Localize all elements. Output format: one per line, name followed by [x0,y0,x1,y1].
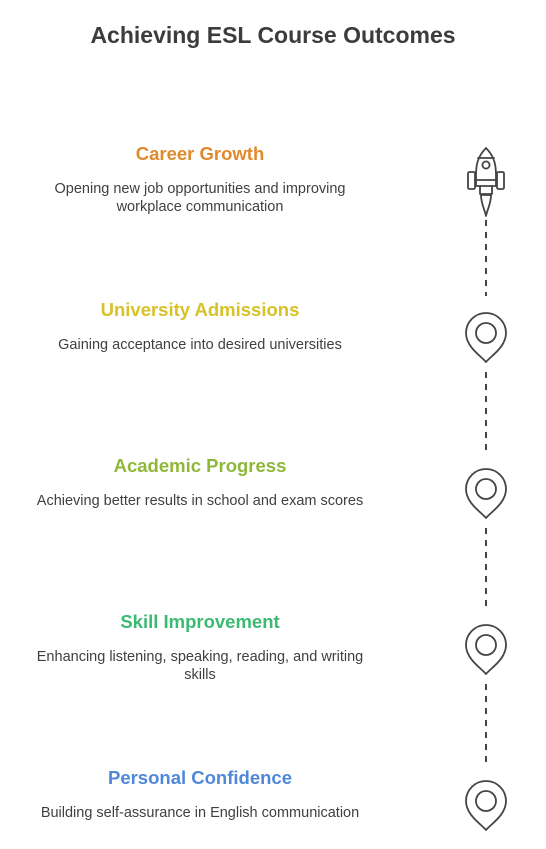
milestone-career-growth: Career Growth Opening new job opportunit… [0,143,400,216]
location-pin-icon [465,780,507,831]
milestone-description: Enhancing listening, speaking, reading, … [36,649,364,683]
milestone-title: Career Growth [135,143,265,164]
milestone-description: Opening new job opportunities and improv… [54,181,346,215]
milestone-description: Gaining acceptance into desired universi… [58,337,342,353]
milestone-description: Building self-assurance in English commu… [40,805,360,821]
rocket-icon [467,147,505,217]
location-pin-icon [465,468,507,519]
location-pin-icon [465,312,507,363]
milestone-title: University Admissions [100,299,300,320]
milestone-description: Achieving better results in school and e… [36,493,364,509]
milestone-academic-progress: Academic Progress Achieving better resul… [0,455,400,510]
milestone-title: Personal Confidence [107,767,292,788]
milestone-university-admissions: University Admissions Gaining acceptance… [0,299,400,354]
milestone-title: Academic Progress [113,455,287,476]
page-title: Achieving ESL Course Outcomes [90,22,456,48]
milestone-title: Skill Improvement [120,611,280,632]
milestone-personal-confidence: Personal Confidence Building self-assura… [0,767,400,822]
location-pin-icon [465,624,507,675]
milestone-skill-improvement: Skill Improvement Enhancing listening, s… [0,611,400,684]
